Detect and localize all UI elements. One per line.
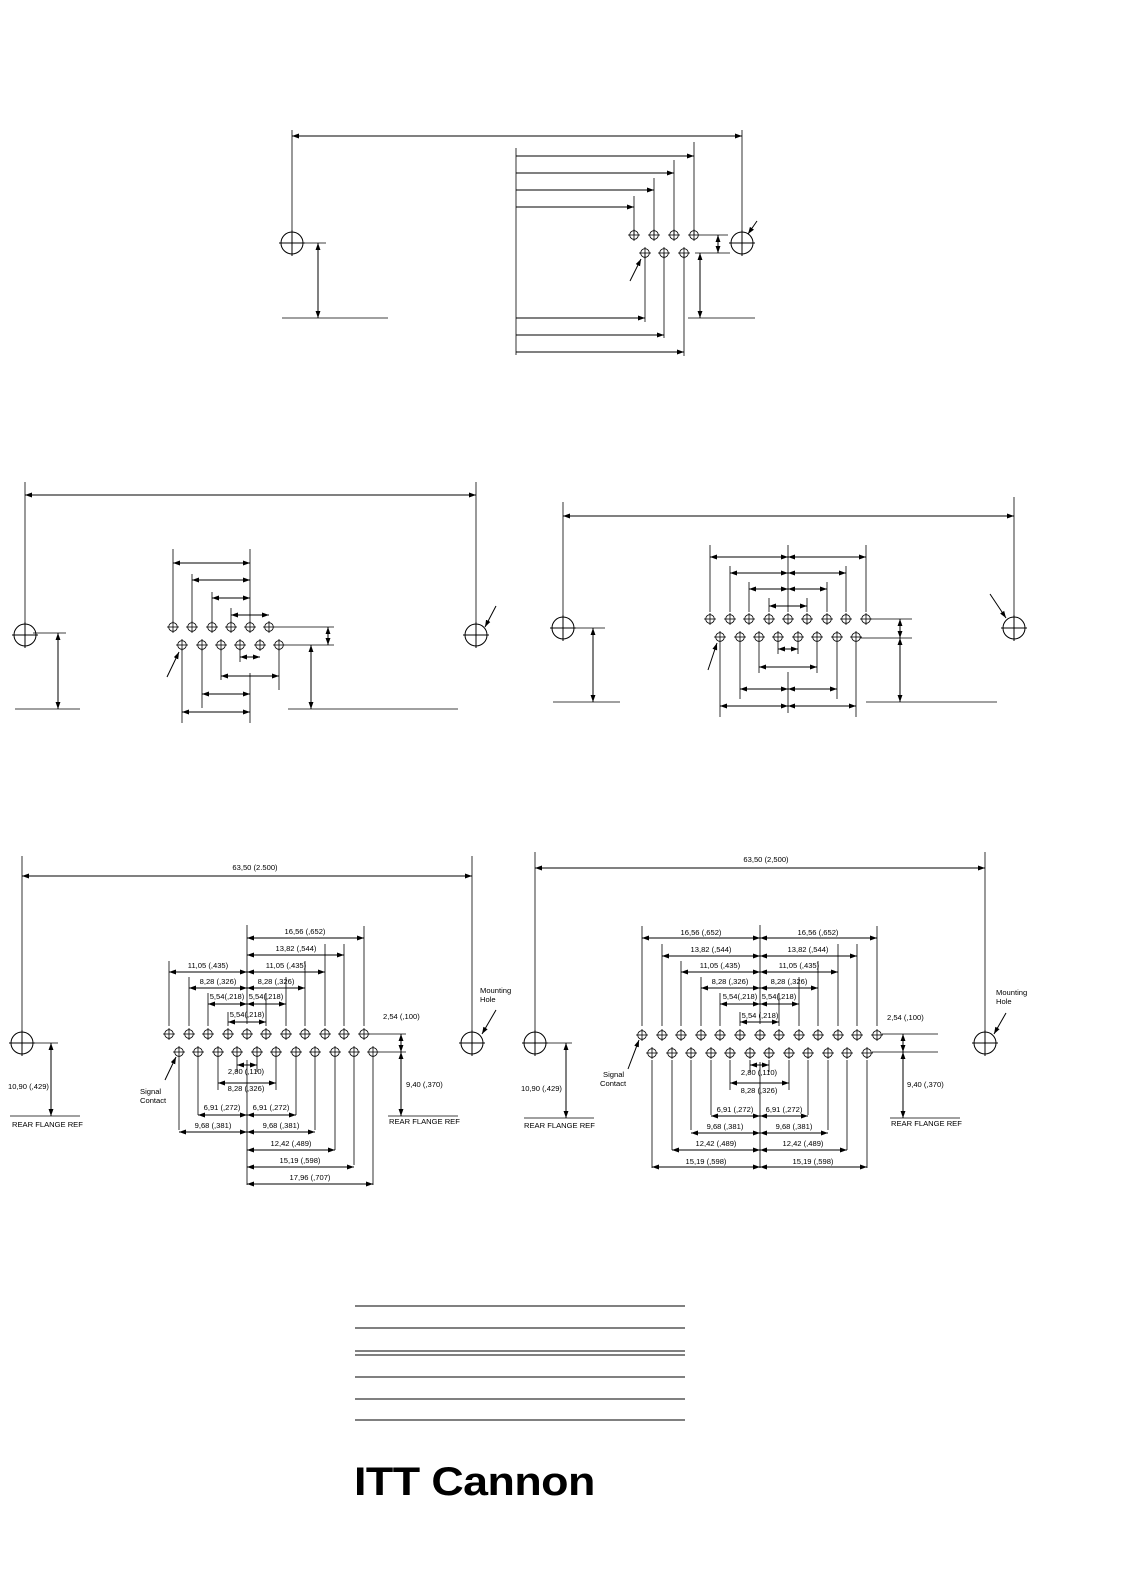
d5-bottom-left-1: 9,68 (,381) — [707, 1122, 744, 1131]
brand-logo: ITT Cannon — [354, 1460, 595, 1504]
d4-rear-flange-right: REAR FLANGE REF — [389, 1117, 460, 1126]
d4-rear-flange-left: REAR FLANGE REF — [12, 1120, 83, 1129]
d5-top-left-0: 16,56 (,652) — [681, 928, 722, 937]
d4-bottom-center-0: 2,80 (,110) — [228, 1067, 265, 1076]
d5-top-right-3: 8,28 (,326) — [771, 977, 808, 986]
d4-rear-offset-right: 9,40 (,370) — [406, 1080, 443, 1089]
d5-bottom-right-0: 6,91 (,272) — [766, 1105, 803, 1114]
d5-bottom-center-1: 8,28 (,326) — [741, 1086, 778, 1095]
d4-signal-contact-2: Contact — [140, 1096, 167, 1105]
d5-bottom-left-2: 12,42 (,489) — [696, 1139, 737, 1148]
d4-bottom-left-0: 6,91 (,272) — [204, 1103, 241, 1112]
d4-row-pitch: 2,54 (,100) — [383, 1012, 420, 1021]
d5-bottom-left-0: 6,91 (,272) — [717, 1105, 754, 1114]
d5-top-right-1: 13,82 (,544) — [788, 945, 829, 954]
d5-row-pitch: 2,54 (,100) — [887, 1013, 924, 1022]
d4-top-left-2: 5,54(,218) — [210, 992, 245, 1001]
drawing-3 — [550, 497, 1027, 717]
d5-top-right-2: 11,05 (,435) — [779, 961, 820, 970]
d5-rear-flange-right: REAR FLANGE REF — [891, 1119, 962, 1128]
d5-bottom-right-2: 12,42 (,489) — [783, 1139, 824, 1148]
d5-top-left-3: 8,28 (,326) — [712, 977, 749, 986]
d5-top-left-4: 5,54(,218) — [723, 992, 758, 1001]
d4-top-left-1: 8,28 (,326) — [200, 977, 237, 986]
d4-top-mid: 5,54(,218) — [230, 1010, 265, 1019]
d4-bottom-right-4: 17,96 (,707) — [290, 1173, 331, 1182]
d5-bottom-left-3: 15,19 (,598) — [686, 1157, 727, 1166]
d5-rear-offset-right: 9,40 (,370) — [907, 1080, 944, 1089]
d5-signal-contact-1: Signal — [603, 1070, 624, 1079]
d4-bottom-center-1: 8,28 (,326) — [228, 1084, 265, 1093]
d4-bottom-right-3: 15,19 (,598) — [280, 1156, 321, 1165]
d4-top-right-2: 11,05 (,435) — [266, 961, 307, 970]
d4-top-right-1: 13,82 (,544) — [276, 944, 317, 953]
drawing-1 — [279, 130, 758, 356]
d4-bottom-left-1: 9,68 (,381) — [195, 1121, 232, 1130]
drawing-4: 63,50 (2.500) 16,56 (,652) 13,82 (,544) … — [8, 856, 511, 1187]
d4-bottom-right-2: 12,42 (,489) — [271, 1139, 312, 1148]
d4-top-left-0: 11,05 (,435) — [188, 961, 229, 970]
d4-overall-label: 63,50 (2.500) — [232, 863, 278, 872]
d5-top-right-4: 5,54(,218) — [762, 992, 797, 1001]
d4-bottom-right-1: 9,68 (,381) — [263, 1121, 300, 1130]
d5-top-right-0: 16,56 (,652) — [798, 928, 839, 937]
d4-signal-contact-1: Signal — [140, 1087, 161, 1096]
d4-bottom-right-0: 6,91 (,272) — [253, 1103, 290, 1112]
d5-overall-label: 63,50 (2,500) — [743, 855, 789, 864]
d5-bottom-center-0: 2,80 (,110) — [741, 1068, 778, 1077]
d5-mounting-hole-1: Mounting — [996, 988, 1027, 997]
d4-rear-offset-left: 10,90 (,429) — [8, 1082, 49, 1091]
d4-top-right-4: 5,54(,218) — [249, 992, 284, 1001]
d4-top-right-3: 8,28 (,326) — [258, 977, 295, 986]
d4-mounting-hole-1: Mounting — [480, 986, 511, 995]
d5-rear-flange-left: REAR FLANGE REF — [524, 1121, 595, 1130]
d5-signal-contact-2: Contact — [600, 1079, 627, 1088]
drawing-2 — [12, 482, 497, 723]
spec-table-rules — [355, 1305, 685, 1421]
d5-mounting-hole-2: Hole — [996, 997, 1012, 1006]
d5-top-left-2: 11,05 (,435) — [700, 961, 741, 970]
d4-mounting-hole-2: Hole — [480, 995, 496, 1004]
d5-bottom-right-3: 15,19 (,598) — [793, 1157, 834, 1166]
d5-top-mid: 5,54 (,218) — [742, 1011, 779, 1020]
drawing-5: 63,50 (2,500) 16,56 (,652) 16,56 (,652) … — [521, 852, 1027, 1170]
d5-rear-offset-left: 10,90 (,429) — [521, 1084, 562, 1093]
d5-top-left-1: 13,82 (,544) — [691, 945, 732, 954]
d4-top-right-0: 16,56 (,652) — [285, 927, 326, 936]
d5-bottom-right-1: 9,68 (,381) — [776, 1122, 813, 1131]
